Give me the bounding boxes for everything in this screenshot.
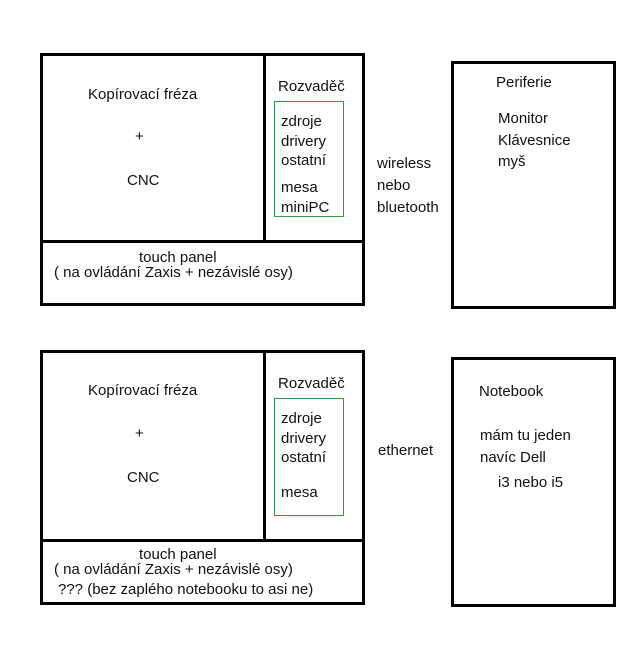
cabinet-title: Rozvaděč [278, 78, 345, 95]
touch-panel-label: touch panel [139, 546, 217, 563]
machine-box [40, 350, 266, 542]
machine-plus: + [135, 425, 144, 442]
device-item: Monitor [498, 110, 549, 127]
touch-panel-box [40, 539, 365, 605]
cabinet-item: ostatní [281, 449, 327, 466]
machine-title: Kopírovací fréza [88, 86, 198, 103]
touch-panel-desc: ( na ovládání Zaxis + nezávislé osy) [54, 561, 293, 578]
cabinet-item: miniPC [281, 199, 330, 216]
link-label: nebo [377, 177, 411, 194]
machine-title: Kopírovací fréza [88, 382, 198, 399]
device-item: i3 nebo i5 [498, 474, 564, 491]
cabinet-inner-box [274, 398, 344, 516]
machine-plus: + [135, 128, 144, 145]
device-title: Periferie [496, 74, 552, 91]
device-item: navíc Dell [480, 449, 546, 466]
device-item: Klávesnice [498, 132, 571, 149]
cabinet-item: drivery [281, 430, 327, 447]
cabinet-item: zdroje [281, 113, 322, 130]
cabinet-item: mesa [281, 484, 318, 501]
touch-panel-box [40, 240, 365, 306]
cabinet-item: zdroje [281, 410, 322, 427]
device-box [451, 61, 616, 309]
link-label: ethernet [378, 442, 434, 459]
machine-cnc: CNC [127, 172, 160, 189]
machine-box [40, 53, 266, 243]
machine-cnc: CNC [127, 469, 160, 486]
cabinet-item: ostatní [281, 152, 327, 169]
device-item: myš [498, 153, 526, 170]
cabinet-box [263, 53, 365, 243]
touch-panel-desc: ( na ovládání Zaxis + nezávislé osy) [54, 264, 293, 281]
touch-panel-label: touch panel [139, 249, 217, 266]
cabinet-item: mesa [281, 179, 318, 196]
cabinet-title: Rozvaděč [278, 375, 345, 392]
cabinet-box [263, 350, 365, 542]
link-label: bluetooth [377, 199, 439, 216]
cabinet-inner-box [274, 101, 344, 217]
link-label: wireless [377, 155, 432, 172]
device-box [451, 357, 616, 607]
device-item: mám tu jeden [480, 427, 571, 444]
cabinet-item: drivery [281, 133, 327, 150]
device-title: Notebook [479, 383, 544, 400]
touch-panel-note: ??? (bez zaplého notebooku to asi ne) [58, 581, 314, 598]
